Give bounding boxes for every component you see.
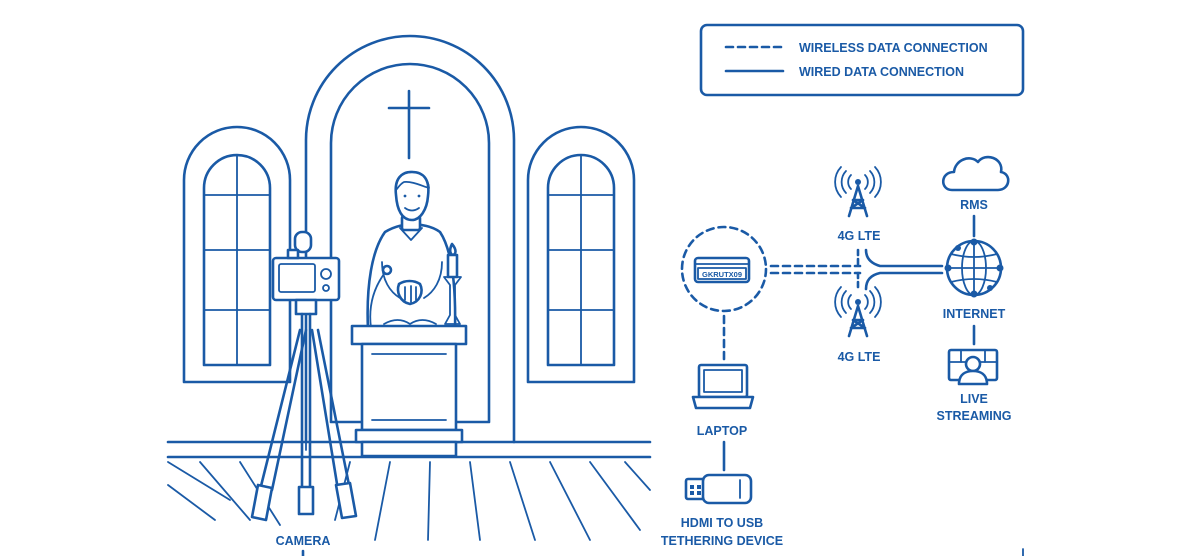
laptop-label: LAPTOP [697,424,747,438]
router-node: GKRUTX09 [680,225,768,313]
link-lte-internet [864,248,944,291]
laptop-icon [691,363,755,410]
legend-wireless-label: WIRELESS DATA CONNECTION [799,41,988,55]
link-router-lte [769,248,862,291]
rms-label: RMS [960,198,988,212]
router-wireless-halo [680,225,768,313]
microphone-icon [369,264,393,329]
cell-tower-icon-bottom [834,286,882,338]
internet-label: INTERNET [943,307,1006,321]
router-icon [693,256,751,284]
hdmi-label-line2: TETHERING DEVICE [661,534,783,548]
camera-icon [250,230,358,522]
cross-icon [387,89,431,160]
candle-icon [443,242,462,325]
right-window [526,125,636,384]
legend-wired-label: WIRED DATA CONNECTION [799,65,964,79]
lte-bottom-label: 4G LTE [838,350,881,364]
router-model-label: GKRUTX09 [702,270,742,279]
pulpit [350,319,468,458]
cell-tower-icon-top [834,166,882,218]
hdmi-label-line1: HDMI TO USB [681,516,763,530]
cloud-icon [941,155,1010,192]
lte-top-label: 4G LTE [838,229,881,243]
central-arch [304,34,516,444]
camera-label: CAMERA [276,534,331,548]
priest-figure [366,170,457,332]
legend: WIRELESS DATA CONNECTION WIRED DATA CONN… [699,23,1025,97]
live-streaming-icon [947,348,999,386]
live-label-line1: LIVE [960,392,988,406]
usb-stick-icon [684,473,753,505]
left-window [182,125,292,384]
live-label-line2: STREAMING [937,409,1012,423]
globe-icon [944,238,1004,298]
